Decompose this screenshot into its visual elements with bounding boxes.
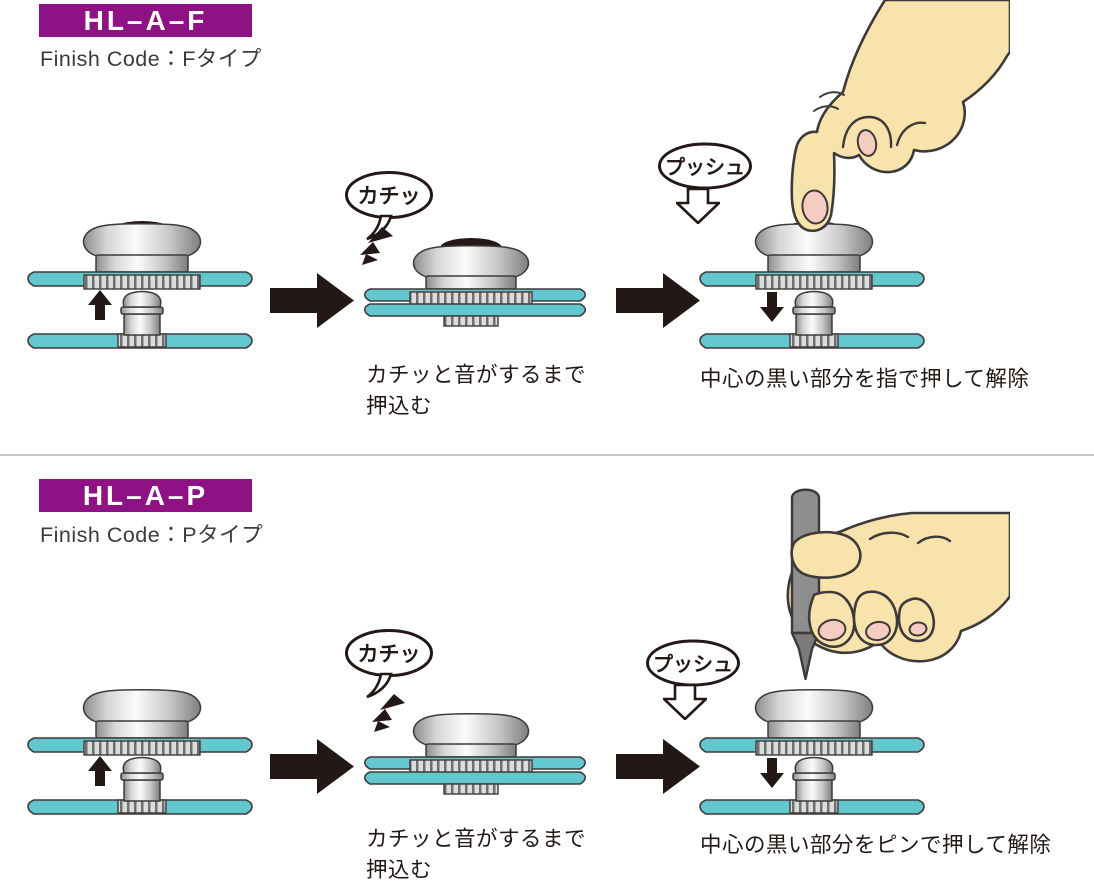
- latch-flange: [95, 720, 189, 739]
- push-label: プッシュ: [665, 156, 745, 179]
- latch-head-assembly: [699, 221, 925, 290]
- stud-assembly: [699, 756, 925, 815]
- stud-lip: [792, 772, 836, 781]
- push-label: プッシュ: [653, 653, 733, 676]
- step3-release-illustration-p: [699, 689, 925, 815]
- stud-knurled-base: [117, 333, 167, 348]
- step2-caption: カチッと音がするまで 押込む: [366, 824, 586, 886]
- latch-head: [82, 689, 202, 725]
- flow-arrow-icon: [270, 273, 354, 328]
- up-arrow-icon: [88, 756, 112, 786]
- push-down-arrow-icon: [676, 188, 720, 224]
- flow-arrow-icon: [616, 739, 700, 794]
- stud-body: [795, 313, 833, 336]
- click-sparks-icon: [372, 694, 405, 732]
- section-divider: [0, 454, 1094, 456]
- latch-flange: [425, 743, 517, 758]
- stud-cap: [122, 756, 162, 774]
- index-finger-nail: [801, 189, 829, 225]
- knurled-nut: [443, 315, 499, 327]
- stud-body: [795, 779, 833, 802]
- stud-body: [123, 313, 161, 336]
- pin-hand-illustration: [786, 488, 1010, 681]
- up-arrow-icon: [88, 290, 112, 320]
- push-bubble: プッシュ: [658, 142, 752, 190]
- push-bubble: プッシュ: [646, 639, 740, 687]
- stud-knurled-base: [789, 799, 839, 814]
- flow-arrow-icon: [616, 273, 700, 328]
- model-badge-f: HL–A–F: [39, 4, 252, 37]
- step2-caption-line1: カチッと音がするまで: [366, 827, 587, 851]
- knurled-ring: [755, 274, 873, 290]
- stud-cap: [794, 756, 834, 774]
- stud-lip: [792, 306, 836, 315]
- step1-panels-apart-illustration-f: [27, 221, 253, 349]
- finger-nail: [908, 621, 928, 637]
- stud-cap: [122, 290, 162, 308]
- latch-head-assembly: [27, 689, 253, 756]
- step2-panels-joined-illustration-p: [363, 713, 587, 795]
- finish-code-label-p: Finish Code：Pタイプ: [40, 523, 264, 547]
- down-arrow-icon: [760, 758, 784, 788]
- step1-panels-apart-illustration-p: [27, 689, 253, 815]
- stud-lip: [120, 306, 164, 315]
- pin-tip: [790, 631, 821, 681]
- step3-caption: 中心の黒い部分を指で押して解除: [700, 367, 1030, 391]
- step2-panels-joined-illustration-f: [363, 238, 587, 327]
- step3-release-illustration-f: [699, 221, 925, 349]
- step2-caption-line2: 押込む: [366, 394, 433, 418]
- latch-head: [412, 245, 530, 280]
- step3-caption: 中心の黒い部分をピンで押して解除: [700, 833, 1052, 857]
- model-badge-p: HL–A–P: [39, 479, 252, 512]
- click-sound-bubble: カチッ: [345, 171, 433, 241]
- knurled-ring: [409, 291, 533, 306]
- step2-caption: カチッと音がするまで 押込む: [366, 360, 586, 422]
- stud-knurled-base: [117, 799, 167, 814]
- step2-caption-line2: 押込む: [366, 858, 433, 882]
- curled-finger-nail: [856, 129, 878, 157]
- stud-lip: [120, 772, 164, 781]
- click-sound-label: カチッ: [358, 643, 421, 666]
- knurled-ring: [83, 740, 201, 756]
- knurled-ring: [409, 759, 533, 774]
- finger-nail: [817, 618, 847, 642]
- stud-assembly: [27, 290, 253, 349]
- latch-head-assembly: [699, 689, 925, 756]
- lower-panel: [363, 303, 587, 317]
- click-sparks-icon: [360, 227, 393, 265]
- grip-finger: [790, 530, 862, 579]
- click-sound-bubble: カチッ: [345, 629, 433, 699]
- knurled-ring: [83, 274, 201, 290]
- step2-caption-line1: カチッと音がするまで: [366, 363, 587, 387]
- pressing-hand-illustration: [790, 0, 1010, 233]
- latch-flange: [767, 720, 861, 739]
- latch-head: [412, 713, 530, 748]
- finish-code-label-f: Finish Code：Fタイプ: [40, 47, 262, 71]
- down-arrow-icon: [760, 292, 784, 322]
- lower-panel: [363, 771, 587, 785]
- stud-body: [123, 779, 161, 802]
- stud-cap: [794, 290, 834, 308]
- latch-flange: [767, 254, 861, 273]
- push-down-arrow-icon: [663, 684, 707, 720]
- latch-head: [82, 223, 202, 259]
- latch-flange: [425, 275, 517, 290]
- flow-arrow-icon: [270, 739, 354, 794]
- latch-flange: [95, 254, 189, 273]
- knurled-ring: [755, 740, 873, 756]
- knurled-nut: [443, 783, 499, 795]
- stud-knurled-base: [789, 333, 839, 348]
- stud-assembly: [699, 290, 925, 349]
- finger-nail: [865, 620, 891, 642]
- hand-silhouette: [790, 0, 1010, 233]
- latch-head-assembly: [27, 221, 253, 290]
- click-sound-label: カチッ: [358, 185, 421, 208]
- stud-assembly: [27, 756, 253, 815]
